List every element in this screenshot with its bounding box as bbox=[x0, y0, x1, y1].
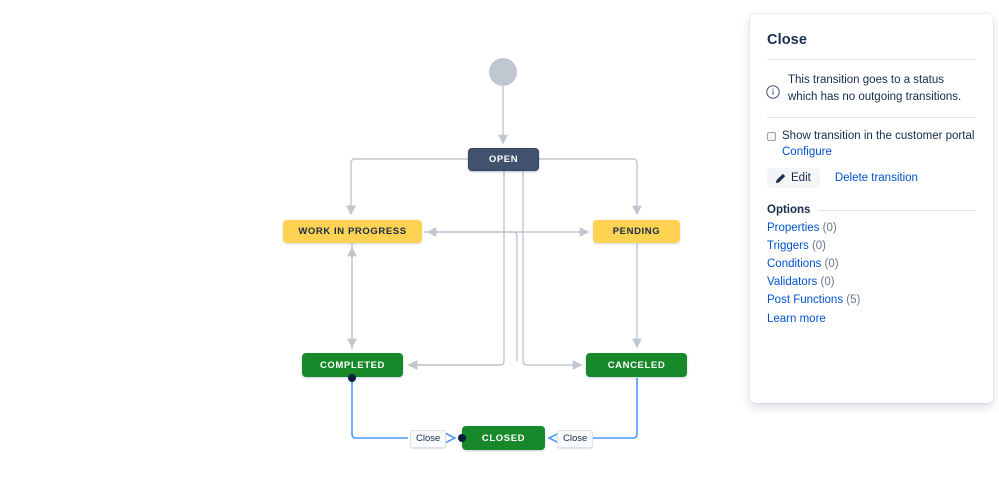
learn-more-link[interactable]: Learn more bbox=[767, 313, 826, 325]
option-post-functions-count: (5) bbox=[846, 294, 861, 306]
option-properties-count: (0) bbox=[822, 222, 837, 234]
pencil-icon bbox=[775, 173, 786, 183]
option-conditions-label: Conditions bbox=[767, 258, 822, 270]
edge-label-close-left[interactable]: Close bbox=[410, 430, 447, 448]
status-node-work-in-progress-label: WORK IN PROGRESS bbox=[298, 226, 407, 237]
info-circle-icon bbox=[766, 85, 780, 99]
option-validators[interactable]: Validators (0) bbox=[750, 270, 993, 288]
info-message-text: This transition goes to a status which h… bbox=[788, 74, 962, 103]
option-triggers-label: Triggers bbox=[767, 240, 809, 252]
edge-open-to-canceled bbox=[522, 171, 583, 370]
status-node-closed[interactable]: CLOSED bbox=[462, 426, 545, 450]
panel-divider-top bbox=[767, 59, 976, 60]
options-divider bbox=[818, 209, 976, 211]
option-conditions[interactable]: Conditions (0) bbox=[750, 252, 993, 270]
status-node-closed-label: CLOSED bbox=[481, 432, 526, 444]
edge-open-to-pending bbox=[539, 158, 642, 216]
edge-completed-to-closed bbox=[351, 378, 408, 439]
transition-actions: Edit Delete transition bbox=[750, 160, 993, 188]
info-message: This transition goes to a status which h… bbox=[750, 60, 993, 105]
option-properties[interactable]: Properties (0) bbox=[750, 216, 993, 234]
status-node-open-label: OPEN bbox=[488, 154, 519, 165]
status-node-completed-label: COMPLETED bbox=[319, 359, 386, 371]
panel-title: Close bbox=[767, 32, 807, 48]
option-post-functions-label: Post Functions bbox=[767, 294, 844, 306]
panel-divider-mid bbox=[767, 117, 976, 118]
option-triggers-count: (0) bbox=[811, 240, 827, 252]
delete-transition-link[interactable]: Delete transition bbox=[834, 172, 918, 184]
status-node-pending-label: PENDING bbox=[612, 226, 661, 237]
option-post-functions[interactable]: Post Functions (5) bbox=[750, 288, 993, 306]
status-node-canceled-label: CANCELED bbox=[607, 359, 666, 371]
status-node-canceled[interactable]: CANCELED bbox=[586, 353, 687, 377]
transition-detail-panel: Close This transition goes to a status w… bbox=[750, 14, 993, 403]
show-in-portal-label: Show transition in the customer portal C… bbox=[782, 129, 977, 160]
status-node-pending[interactable]: PENDING bbox=[593, 220, 680, 243]
option-validators-label: Validators bbox=[767, 276, 818, 288]
start-node[interactable] bbox=[489, 58, 517, 86]
configure-link[interactable]: Configure bbox=[782, 145, 832, 158]
edge-open-to-completed bbox=[407, 171, 505, 370]
connector-dot-completed[interactable] bbox=[348, 374, 356, 382]
workflow-diagram-canvas[interactable]: OPEN WORK IN PROGRESS PENDING COMPLETED … bbox=[0, 0, 749, 482]
workflow-edges bbox=[346, 86, 642, 482]
show-in-portal-row[interactable]: Show transition in the customer portal C… bbox=[750, 118, 993, 160]
option-conditions-count: (0) bbox=[824, 258, 839, 270]
options-header: Options bbox=[750, 188, 993, 216]
edge-open-to-wip bbox=[346, 158, 468, 216]
option-validators-count: (0) bbox=[820, 276, 835, 288]
edge-label-close-right[interactable]: Close bbox=[557, 430, 594, 448]
option-properties-label: Properties bbox=[767, 222, 820, 234]
option-triggers[interactable]: Triggers (0) bbox=[750, 234, 993, 252]
show-in-portal-checkbox[interactable] bbox=[767, 132, 776, 141]
show-in-portal-text: Show transition in the customer portal bbox=[782, 130, 975, 142]
status-node-open[interactable]: OPEN bbox=[468, 148, 539, 171]
edit-button[interactable]: Edit bbox=[767, 168, 820, 188]
status-node-work-in-progress[interactable]: WORK IN PROGRESS bbox=[283, 220, 422, 243]
edge-canceled-to-closed bbox=[592, 378, 638, 439]
options-title: Options bbox=[767, 204, 811, 216]
edit-button-label: Edit bbox=[791, 172, 811, 184]
connector-dot-closed[interactable] bbox=[458, 434, 466, 442]
